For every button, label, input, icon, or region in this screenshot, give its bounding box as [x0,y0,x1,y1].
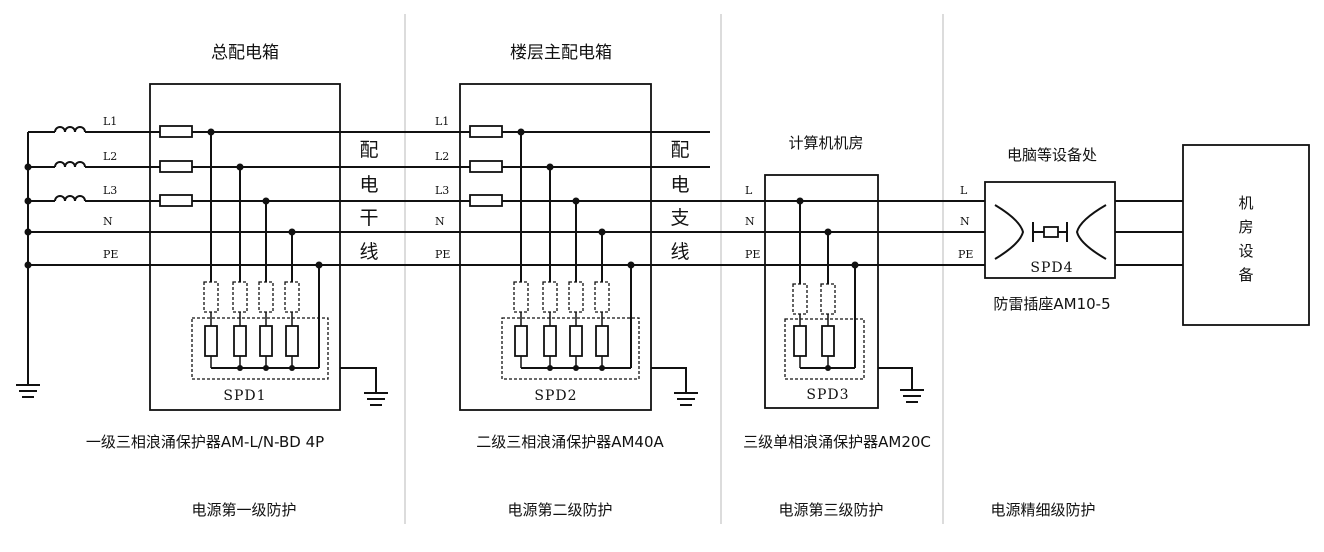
device-title: 电脑等设备处 [1007,146,1097,164]
main-box-title: 总配电箱 [211,43,279,63]
fuse-l3 [159,194,193,207]
label-pe: PE [103,248,118,261]
product-label-2: 二级三相浪涌保护器AM40A [476,433,664,451]
trunk-char-3: 干 [359,207,378,229]
trunk-char-1: 配 [359,139,378,161]
branch-char-2: 电 [670,174,689,196]
room-equipment-box [1182,144,1310,326]
branch-char-1: 配 [670,139,689,161]
fuse-l2 [159,160,193,173]
ground-symbol-left [16,384,40,398]
ground-symbol-floor-box [651,367,698,406]
spd2-label: SPD2 [534,388,577,404]
protection-level-3: 电源第三级防护 [778,501,883,519]
equipment-char-2: 房 [1238,218,1253,236]
label-pe-3: PE [745,248,760,261]
equipment-char-3: 设 [1238,242,1253,260]
label-pe-2: PE [435,248,450,261]
protection-level-1: 电源第一级防护 [191,501,296,519]
label-l1-2: L1 [435,115,449,128]
spd1-label: SPD1 [223,388,266,404]
label-l2-2: L2 [435,150,449,163]
equipment-char-4: 备 [1238,266,1253,284]
spd3-label: SPD3 [806,387,849,403]
fuse-l1 [159,125,193,138]
product-label-1: 一级三相浪涌保护器AM-L/N-BD 4P [86,433,324,451]
spd4-label: SPD4 [1030,260,1073,276]
trunk-char-4: 线 [359,241,378,263]
label-n: N [103,215,113,228]
label-l-4: L [960,184,968,197]
branch-char-3: 支 [670,207,689,229]
ground-symbol-main-box [340,367,388,406]
spd1-module [191,265,329,380]
label-l3-2: L3 [435,184,449,197]
main-distribution-box [149,83,341,411]
branch-char-4: 线 [670,241,689,263]
floor-distribution-box [459,83,652,411]
spd2-module [501,265,640,380]
inductor-l2 [28,161,160,168]
surge-socket-box [984,181,1116,279]
equipment-char-1: 机 [1238,194,1253,212]
product-label-3: 三级单相浪涌保护器AM20C [743,433,931,451]
label-l2: L2 [103,150,117,163]
product-label-4: 防雷插座AM10-5 [993,295,1110,313]
label-n-4: N [960,215,970,228]
label-n-3: N [745,215,755,228]
label-l-3: L [745,184,753,197]
fuse-l3-floor [469,194,503,207]
fuse-l1-floor [469,125,503,138]
spd3-module [784,265,865,380]
label-l1: L1 [103,115,117,128]
trunk-char-2: 电 [359,174,378,196]
fuse-l2-floor [469,160,503,173]
protection-level-4: 电源精细级防护 [990,501,1095,519]
label-n-2: N [435,215,445,228]
floor-box-title: 楼层主配电箱 [510,43,612,63]
protection-level-2: 电源第二级防护 [507,501,612,519]
computer-room-title: 计算机机房 [788,134,863,152]
label-l3: L3 [103,184,117,197]
computer-room-box [764,174,879,409]
spd4-symbol [994,204,1107,260]
inductor-l1 [28,126,160,133]
inductor-l3 [28,195,160,202]
ground-symbol-computer-room [878,367,924,403]
label-pe-4: PE [958,248,973,261]
